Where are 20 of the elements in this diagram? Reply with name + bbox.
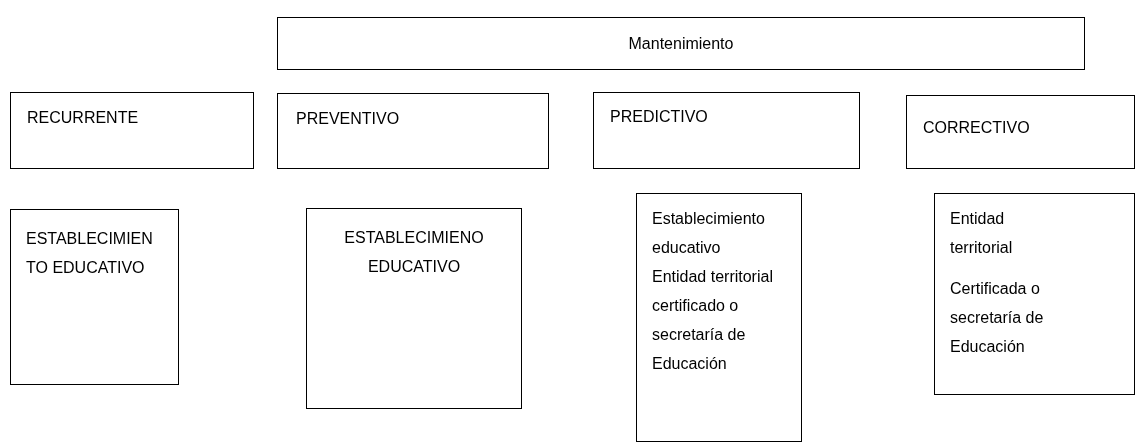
box-text: RECURRENTE [27, 108, 140, 128]
category-box [934, 193, 1135, 395]
category-box [10, 92, 254, 169]
box-text: CORRECTIVO [923, 118, 1031, 138]
category-box [636, 193, 802, 442]
box-text: PREVENTIVO [296, 109, 401, 129]
box-text: Mantenimiento [627, 34, 735, 54]
box-text: Establecimiento educativo [652, 209, 766, 258]
category-box [277, 17, 1085, 70]
category-box [906, 95, 1135, 169]
box-text: PREDICTIVO [610, 107, 709, 127]
category-box [593, 92, 860, 169]
box-text: Entidad territorial [950, 209, 1014, 258]
box-text: ESTABLECIMIEN TO EDUCATIVO [26, 229, 154, 278]
box-text: Certificada o secretaría de Educación [950, 279, 1045, 357]
box-text: Entidad territorial certificado o secretaría de Educación [652, 267, 774, 374]
box-text: ESTABLECIMIENO EDUCATIVO [343, 228, 485, 277]
category-box [10, 209, 179, 385]
category-box [306, 208, 522, 409]
category-box [277, 93, 549, 169]
